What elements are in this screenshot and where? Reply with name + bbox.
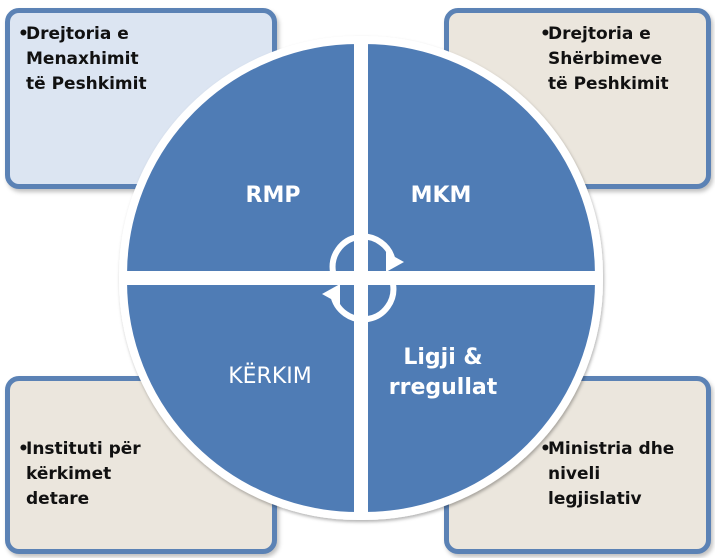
- box-tl-line3: të Peshkimit: [26, 74, 147, 94]
- box-br-line2: niveli: [548, 464, 601, 484]
- bullet: •: [18, 24, 29, 44]
- box-text-top-left: •Drejtoria e Menaxhimit të Peshkimit: [18, 22, 147, 97]
- box-br-line3: legjislativ: [548, 489, 642, 509]
- box-tr-line1: Drejtoria e: [548, 24, 651, 44]
- bullet: •: [540, 24, 551, 44]
- quadrant-bottom-left: [118, 277, 362, 521]
- cycle-arrows-icon: [329, 233, 397, 323]
- box-bl-line2: kërkimet: [26, 464, 112, 484]
- quadrant-label-kerkim: KËRKIM: [228, 364, 312, 389]
- quadrant-label-mkm: MKM: [410, 183, 472, 208]
- box-text-bottom-left: •Instituti për kërkimet detare: [18, 437, 141, 512]
- bullet: •: [18, 439, 29, 459]
- box-tl-line2: Menaxhimit: [26, 49, 139, 69]
- box-br-line1: Ministria dhe: [548, 439, 675, 459]
- box-text-bottom-right: •Ministria dhe niveli legjislativ: [540, 437, 674, 512]
- quadrant-top-left: [118, 35, 362, 279]
- quadrant-label-ligji-line1: Ligji &: [403, 345, 483, 370]
- box-bl-line3: detare: [26, 489, 90, 509]
- quadrant-label-ligji-line2: rregullat: [388, 375, 498, 400]
- quadrant-label-rmp: RMP: [245, 183, 301, 208]
- quadrant-top-right: [360, 35, 604, 279]
- quadrant-label-ligji: Ligji & rregullat: [378, 343, 508, 403]
- box-tr-line2: Shërbimeve: [548, 49, 663, 69]
- box-bl-line1: Instituti për: [26, 439, 141, 459]
- box-tl-line1: Drejtoria e: [26, 24, 129, 44]
- bullet: •: [540, 439, 551, 459]
- box-text-top-right: •Drejtoria e Shërbimeve të Peshkimit: [540, 22, 669, 97]
- quadrant-bottom-right: [360, 277, 604, 521]
- box-tr-line3: të Peshkimit: [548, 74, 669, 94]
